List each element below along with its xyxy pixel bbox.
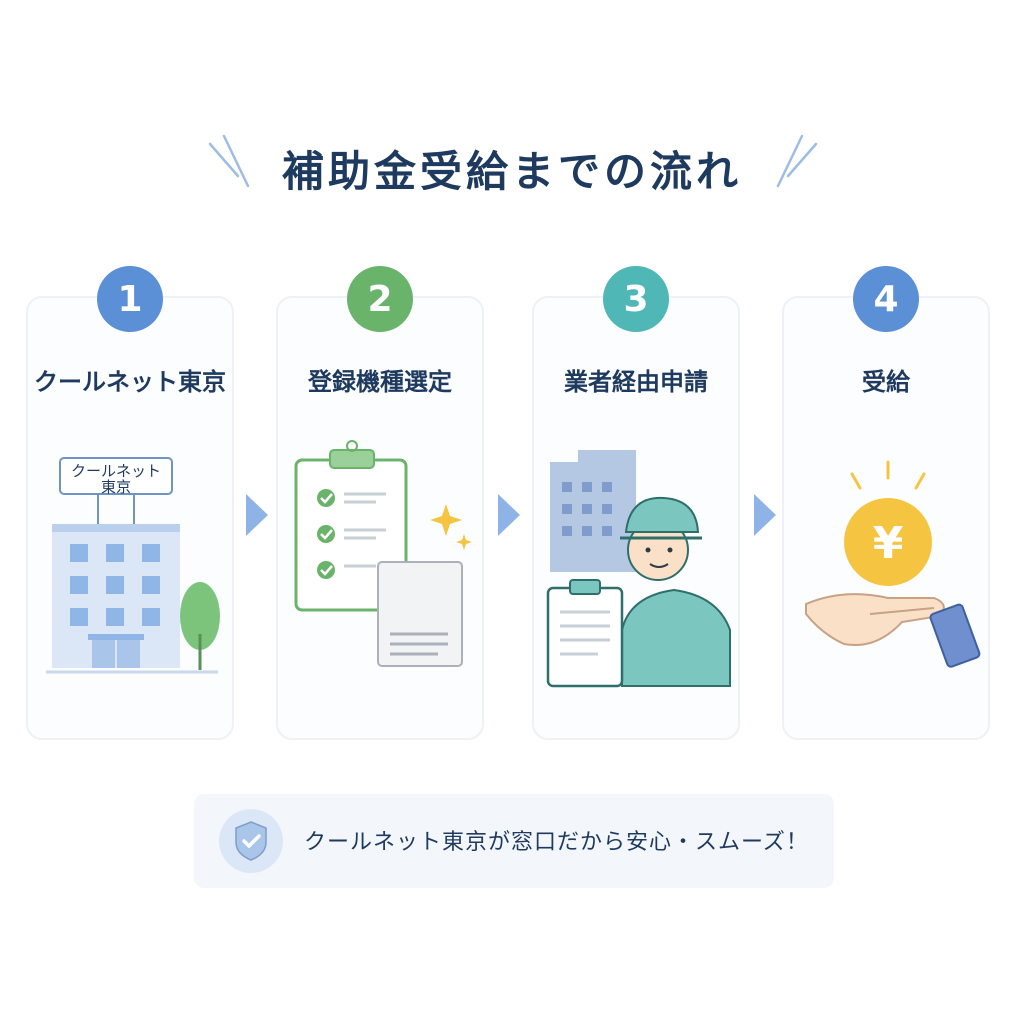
step-card-1: クールネット東京 クールネット 東京 (26, 296, 234, 740)
step-label-1: クールネット東京 (34, 368, 226, 396)
building-sign-line2: 東京 (101, 478, 131, 496)
page-title: 補助金受給までの流れ (281, 147, 742, 196)
yen-symbol: ¥ (873, 518, 904, 569)
step-label-3: 業者経由申請 (564, 368, 708, 396)
step-badge-4: 4 (853, 266, 919, 332)
checklist-clipboard-icon (294, 440, 472, 667)
worker-with-clipboard-icon (546, 450, 731, 688)
office-building-icon: クールネット 東京 (46, 457, 220, 674)
flow-arrow-icon (498, 494, 520, 536)
flow-arrow-icon (246, 494, 268, 536)
note-text: クールネット東京が窓口だから安心・スムーズ！ (304, 830, 809, 855)
step-card-2: 登録機種選定 (276, 296, 484, 740)
step-badge-1: 1 (97, 266, 163, 332)
reassurance-note: クールネット東京が窓口だから安心・スムーズ！ (194, 794, 834, 888)
step-badge-2: 2 (347, 266, 413, 332)
title-deco-right-icon (776, 134, 818, 188)
shield-check-icon (219, 809, 283, 873)
title-area: 補助金受給までの流れ (0, 130, 1024, 210)
step-badge-3: 3 (603, 266, 669, 332)
step-label-4: 受給 (862, 368, 910, 396)
step-label-2: 登録機種選定 (308, 368, 452, 396)
title-deco-left-icon (208, 134, 250, 188)
step-card-3: 業者経由申請 (532, 296, 740, 740)
step-card-4: 受給 ¥ (782, 296, 990, 740)
flow-arrow-icon (754, 494, 776, 536)
building-sign-line1: クールネット (71, 462, 161, 480)
yen-coin-on-hand-icon: ¥ (805, 460, 981, 668)
